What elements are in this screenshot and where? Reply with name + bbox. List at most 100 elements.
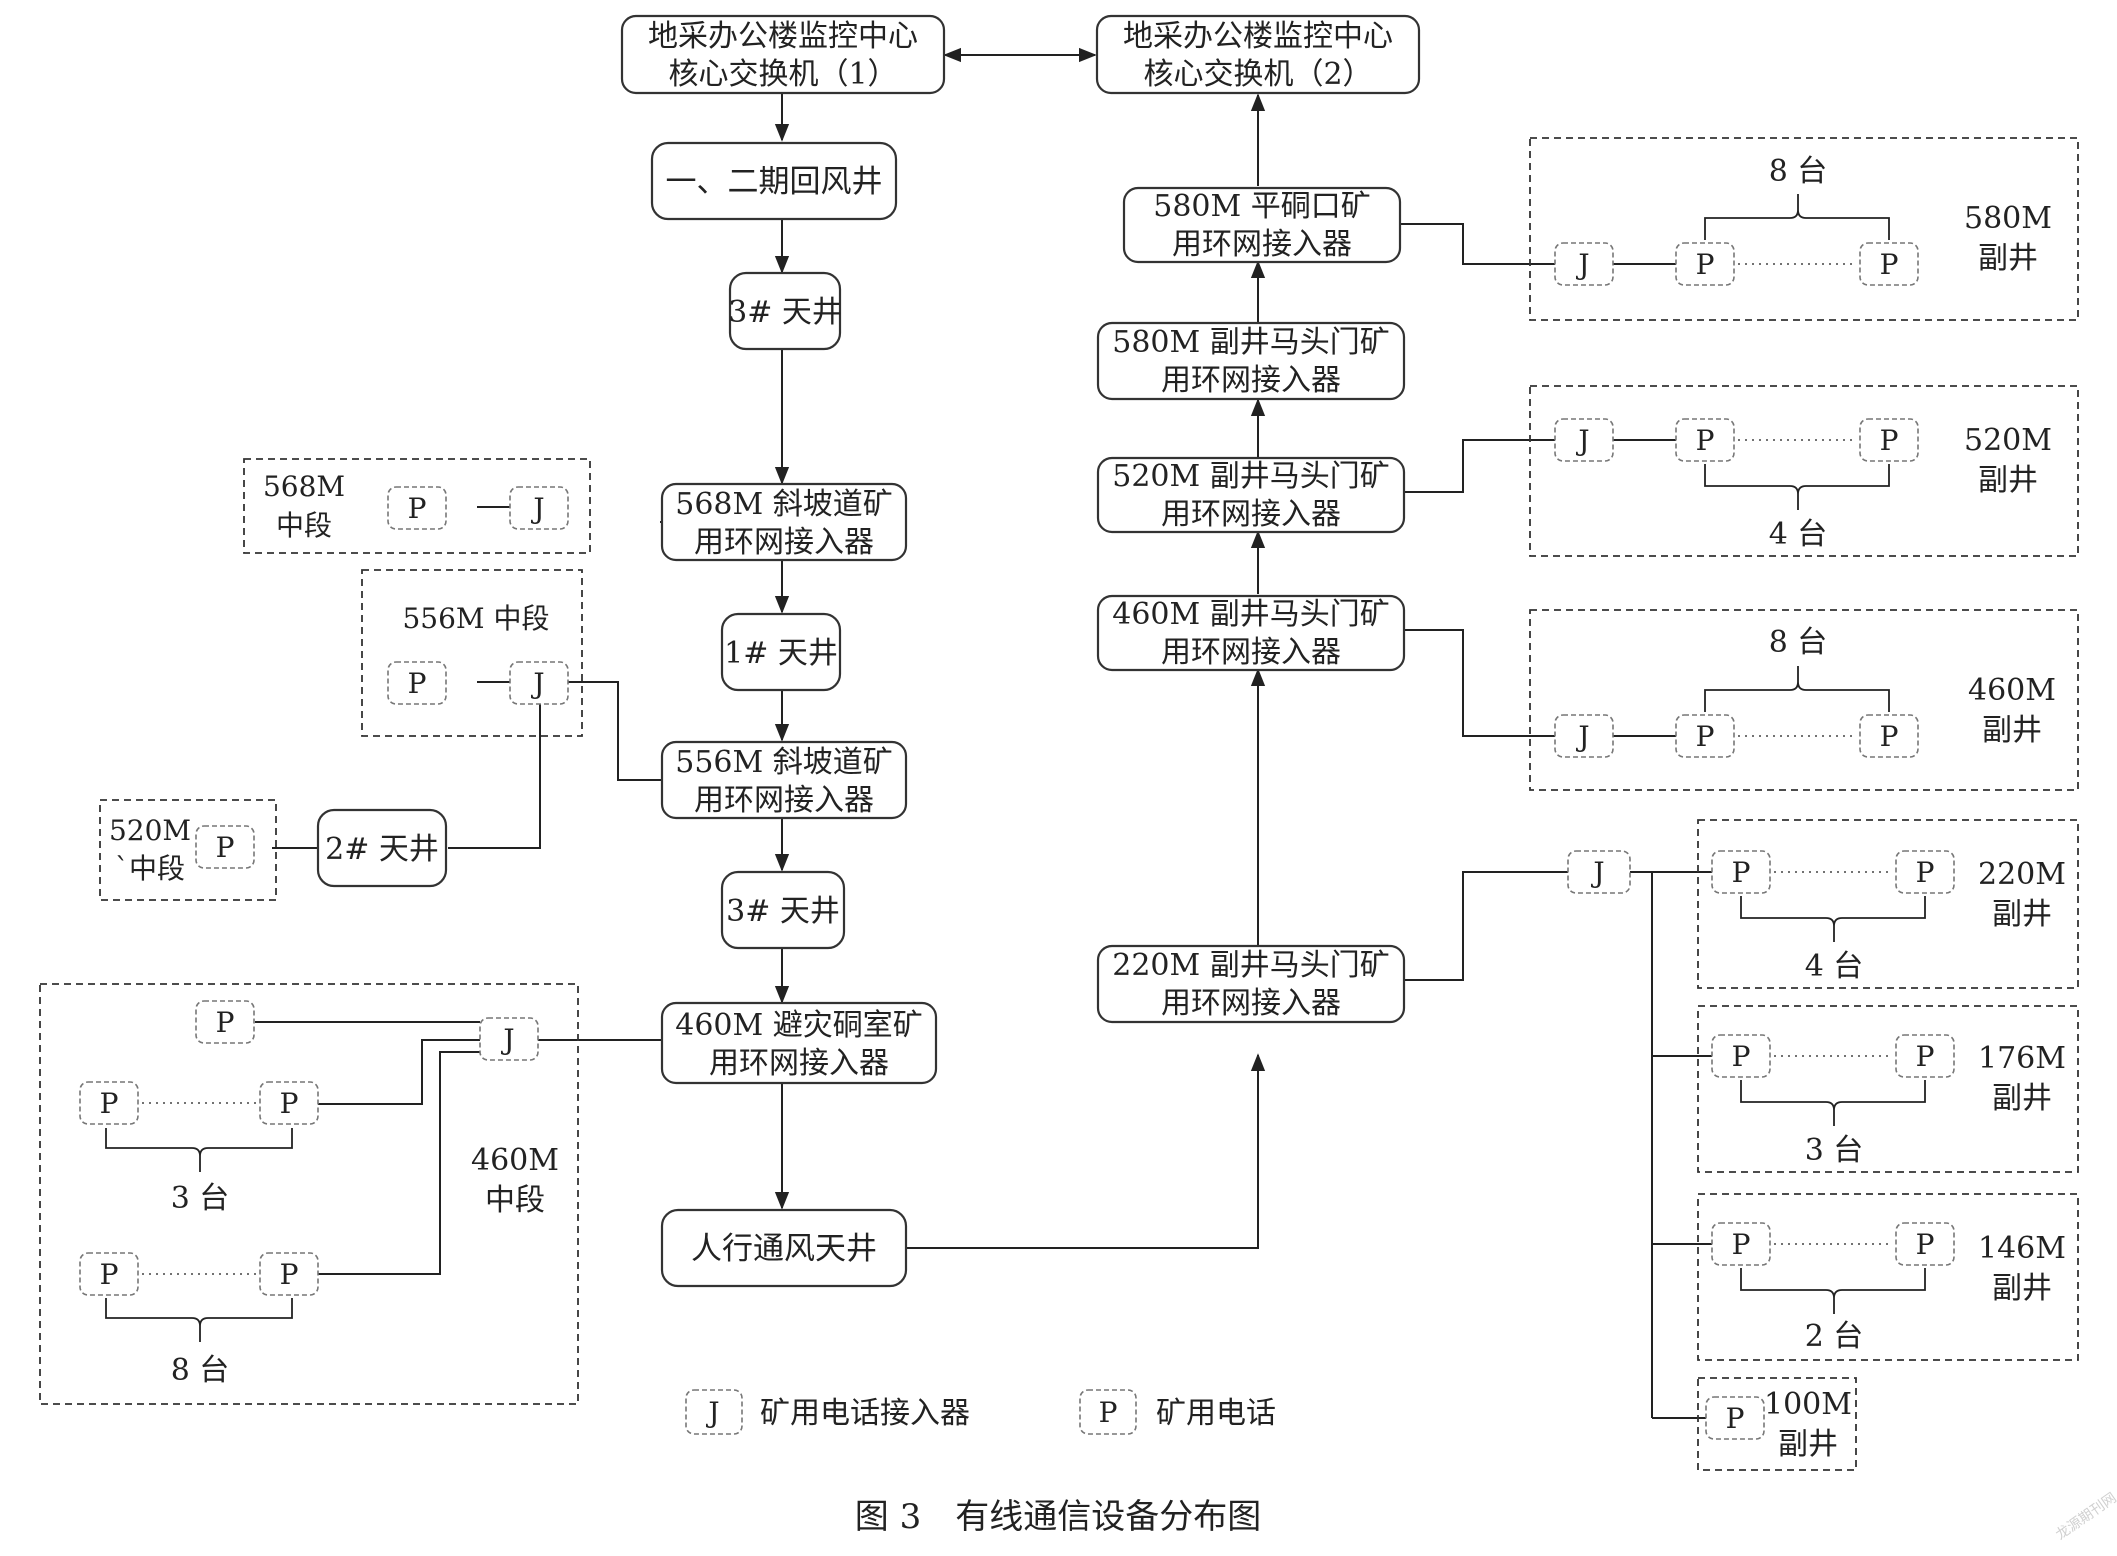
pedestrian-vent-raise-label: 人行通风天井 xyxy=(691,1231,877,1267)
phone-220m-first: P xyxy=(1711,850,1771,894)
group-146m-shaft-label-1: 146M xyxy=(1978,1231,2066,1266)
node-580m-adit-line2: 用环网接入器 xyxy=(1172,227,1352,262)
phone-176m-last: P xyxy=(1895,1034,1955,1078)
group-580m-label-2: 副井 xyxy=(1978,241,2038,276)
group-146m-shaft-label-2: 副井 xyxy=(1992,1271,2052,1306)
svg-text:J: J xyxy=(530,667,544,700)
phone-460m-shaft-last: P xyxy=(1859,714,1919,758)
svg-text:P: P xyxy=(1726,1402,1745,1435)
svg-text:J: J xyxy=(500,1023,514,1056)
svg-text:J: J xyxy=(1590,856,1604,889)
brace-176m: 3 台 xyxy=(1740,1080,1926,1168)
svg-text:P: P xyxy=(408,492,427,525)
raise-3-top: 3# 天井 xyxy=(728,271,842,351)
brace-460m-b: 8 台 xyxy=(105,1298,293,1388)
group-460m-shaft: 460M 副井 xyxy=(1529,609,2079,791)
group-220m-shaft: 220M 副井 xyxy=(1697,819,2079,989)
svg-text:P: P xyxy=(1916,1040,1935,1073)
group-460m-shaft-label-1: 460M xyxy=(1968,673,2056,708)
count-520m: 4 台 xyxy=(1769,517,1828,552)
node-580m-adit: 580M 平硐口矿 用环网接入器 xyxy=(1122,186,1402,264)
dotted-rows xyxy=(142,263,1892,1275)
group-100m-shaft: 100M 副井 xyxy=(1697,1377,1857,1471)
group-520m-shaft: 520M 副井 xyxy=(1529,385,2079,557)
legend-p-swatch: P xyxy=(1079,1389,1137,1435)
phone-460m-a-last: P xyxy=(259,1081,319,1125)
count-176m: 3 台 xyxy=(1805,1133,1864,1168)
svg-text:P: P xyxy=(1099,1396,1118,1429)
node-556m-ramp-line2: 用环网接入器 xyxy=(694,783,874,818)
legend-p-label: 矿用电话 xyxy=(1156,1396,1276,1431)
access-460m-shaft: J xyxy=(1554,714,1614,758)
count-220m: 4 台 xyxy=(1805,949,1864,984)
group-580m-label-1: 580M xyxy=(1964,201,2052,236)
watermark: 龙源期刊网 xyxy=(2053,1490,2117,1543)
node-460m-shaft-line2: 用环网接入器 xyxy=(1161,635,1341,670)
group-520m-shaft-label-2: 副井 xyxy=(1978,463,2038,498)
raise-1-label: 1# 天井 xyxy=(724,636,838,671)
phone-460m-shaft-first: P xyxy=(1675,714,1735,758)
phone-520m: P xyxy=(195,825,255,869)
group-520m-shaft-label-1: 520M xyxy=(1964,423,2052,458)
access-220m-shaft: J xyxy=(1567,850,1631,894)
phone-176m-first: P xyxy=(1711,1034,1771,1078)
phone-460m-b-first: P xyxy=(79,1252,139,1296)
node-580m-shaft-line1: 580M 副井马头门矿 xyxy=(1112,325,1390,360)
core-switch-1: 地采办公楼监控中心 核心交换机（1） xyxy=(620,14,946,95)
svg-text:J: J xyxy=(1575,424,1589,457)
svg-text:P: P xyxy=(1732,1040,1751,1073)
count-146m: 2 台 xyxy=(1805,1319,1864,1354)
phone-146m-first: P xyxy=(1711,1222,1771,1266)
raise-3-mid-label: 3# 天井 xyxy=(726,894,840,929)
svg-text:P: P xyxy=(1880,424,1899,457)
access-520m-shaft: J xyxy=(1554,418,1614,462)
svg-text:P: P xyxy=(1880,720,1899,753)
svg-text:J: J xyxy=(1575,248,1589,281)
node-556m-ramp: 556M 斜坡道矿 用环网接入器 xyxy=(660,740,908,820)
raise-3-top-label: 3# 天井 xyxy=(728,295,842,330)
access-460m: J xyxy=(479,1017,539,1061)
group-568m-label-2: 中段 xyxy=(276,509,332,542)
phone-460m-single: P xyxy=(195,1000,255,1044)
node-568m-ramp-line2: 用环网接入器 xyxy=(694,525,874,560)
figure-caption: 图 3 有线通信设备分布图 xyxy=(855,1497,1261,1537)
phone-460m-a-first: P xyxy=(79,1081,139,1125)
brace-520m: 4 台 xyxy=(1704,464,1890,552)
group-556m-label: 556M 中段 xyxy=(402,602,549,635)
group-460m-shaft-label-2: 副井 xyxy=(1982,713,2042,748)
svg-text:P: P xyxy=(1696,424,1715,457)
brace-460m-shaft: 8 台 xyxy=(1704,625,1890,712)
return-air-shaft-label: 一、二期回风井 xyxy=(666,164,883,200)
node-220m-shaft-line2: 用环网接入器 xyxy=(1161,986,1341,1021)
phone-556m: P xyxy=(387,661,447,705)
svg-text:J: J xyxy=(705,1396,719,1429)
legend: J 矿用电话接入器 P 矿用电话 xyxy=(685,1389,1276,1435)
node-460m-refuge: 460M 避灾硐室矿 用环网接入器 xyxy=(660,1001,938,1085)
core-switch-2: 地采办公楼监控中心 核心交换机（2） xyxy=(1095,14,1421,95)
group-146m-shaft: 146M 副井 xyxy=(1697,1193,2079,1361)
pedestrian-vent-raise: 人行通风天井 xyxy=(660,1208,908,1288)
node-580m-adit-line1: 580M 平硐口矿 xyxy=(1153,189,1371,224)
node-520m-shaft-line2: 用环网接入器 xyxy=(1161,497,1341,532)
node-520m-shaft: 520M 副井马头门矿 用环网接入器 xyxy=(1096,456,1406,534)
svg-text:P: P xyxy=(280,1258,299,1291)
group-460m-label-1: 460M xyxy=(471,1143,559,1178)
group-220m-shaft-label-2: 副井 xyxy=(1992,897,2052,932)
node-460m-refuge-line2: 用环网接入器 xyxy=(709,1046,889,1081)
group-460m: 460M 中段 xyxy=(39,983,579,1405)
svg-text:J: J xyxy=(1575,720,1589,753)
group-460m-label-2: 中段 xyxy=(485,1183,545,1218)
core-switch-2-line2: 核心交换机（2） xyxy=(1143,57,1372,92)
node-460m-shaft: 460M 副井马头门矿 用环网接入器 xyxy=(1096,594,1406,672)
raise-2-label: 2# 天井 xyxy=(325,832,439,867)
core-switch-1-line1: 地采办公楼监控中心 xyxy=(648,19,918,54)
svg-text:P: P xyxy=(100,1087,119,1120)
node-580m-shaft: 580M 副井马头门矿 用环网接入器 xyxy=(1096,321,1406,401)
svg-text:P: P xyxy=(408,667,427,700)
group-176m-shaft: 176M 副井 xyxy=(1697,1005,2079,1173)
legend-j-label: 矿用电话接入器 xyxy=(760,1396,970,1431)
count-460m-a: 3 台 xyxy=(171,1181,230,1216)
svg-text:P: P xyxy=(1916,856,1935,889)
svg-text:P: P xyxy=(1732,1228,1751,1261)
brace-220m: 4 台 xyxy=(1740,896,1926,984)
